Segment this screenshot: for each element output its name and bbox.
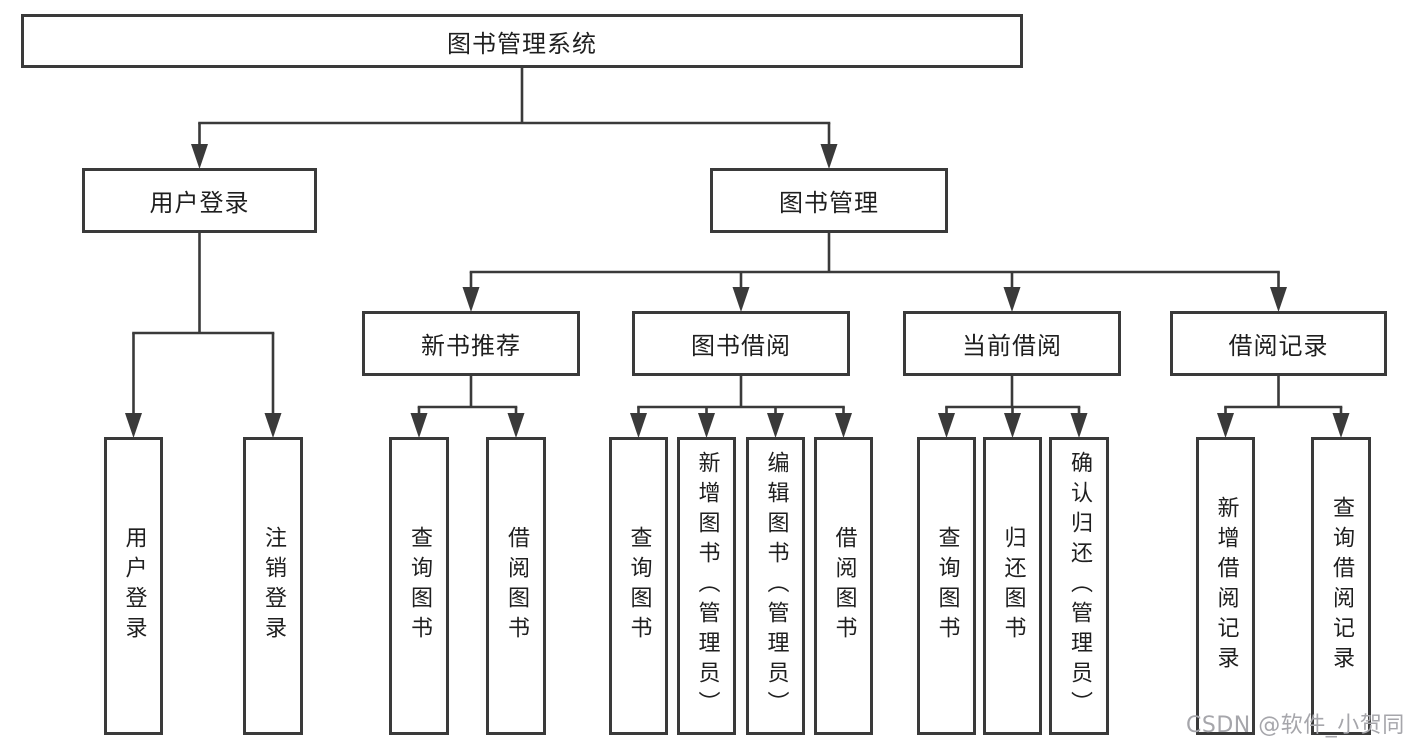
node-leaf-query-books-3: 查询图书 [917,437,976,735]
node-current-borrow: 当前借阅 [903,311,1121,376]
node-label: 查询图书 [626,526,652,646]
watermark: CSDN @软件_小贺同学 [1186,713,1405,738]
node-new-book-rec: 新书推荐 [362,311,580,376]
node-label: 图书管理 [779,189,879,217]
node-label: 编辑图书（管理员） [763,451,789,721]
node-book-borrow: 图书借阅 [632,311,850,376]
arrow-down-icon [191,144,208,169]
node-label: 新书推荐 [421,332,521,360]
arrow-down-icon [767,413,784,438]
node-label: 确认归还（管理员） [1067,451,1092,721]
arrow-down-icon [462,287,480,312]
arrow-down-icon [698,413,715,438]
arrow-down-icon [125,413,142,438]
node-borrow-records: 借阅记录 [1170,311,1387,376]
arrow-down-icon [732,287,750,312]
node-label: 新增图书（管理员） [694,451,720,721]
node-label: 查询图书 [407,526,432,646]
node-book-mgmt: 图书管理 [710,168,948,233]
arrow-down-icon [1217,413,1234,438]
node-label: 归还图书 [1000,526,1026,646]
node-label: 借阅图书 [504,526,529,646]
node-label: 当前借阅 [962,332,1062,360]
node-leaf-borrow-books-1: 借阅图书 [486,437,546,735]
node-leaf-logout: 注销登录 [243,437,303,735]
node-leaf-query-books-2: 查询图书 [609,437,668,735]
node-leaf-add-books: 新增图书（管理员） [677,437,736,735]
node-leaf-return-books: 归还图书 [983,437,1042,735]
arrow-down-icon [1003,287,1021,312]
arrow-down-icon [938,413,955,438]
node-leaf-edit-books: 编辑图书（管理员） [746,437,805,735]
arrow-down-icon [835,413,852,438]
node-leaf-add-borrow-record: 新增借阅记录 [1196,437,1255,735]
arrow-down-icon [1332,413,1350,438]
node-label: 注销登录 [261,526,286,646]
node-label: 查询图书 [934,526,960,646]
node-root: 图书管理系统 [21,14,1023,68]
arrow-down-icon [1270,287,1287,312]
node-leaf-user-login: 用户登录 [104,437,163,735]
node-leaf-query-books-1: 查询图书 [389,437,449,735]
node-label: 新增借阅记录 [1213,496,1239,676]
arrow-down-icon [410,413,428,438]
arrow-down-icon [820,144,838,169]
node-label: 用户登录 [121,526,147,646]
node-leaf-query-borrow-record: 查询借阅记录 [1311,437,1371,735]
node-label: 图书借阅 [691,332,791,360]
arrow-down-icon [630,413,647,438]
arrow-down-icon [1070,413,1088,438]
node-label: 用户登录 [149,189,250,217]
node-leaf-confirm-return: 确认归还（管理员） [1049,437,1109,735]
node-label: 借阅记录 [1228,332,1329,360]
node-user-login: 用户登录 [82,168,317,233]
arrow-down-icon [1004,413,1021,438]
node-label: 图书管理系统 [447,29,597,58]
node-leaf-borrow-books-2: 借阅图书 [814,437,873,735]
arrow-down-icon [507,413,525,438]
node-label: 借阅图书 [831,526,857,646]
node-label: 查询借阅记录 [1329,496,1354,676]
arrow-down-icon [264,413,282,438]
